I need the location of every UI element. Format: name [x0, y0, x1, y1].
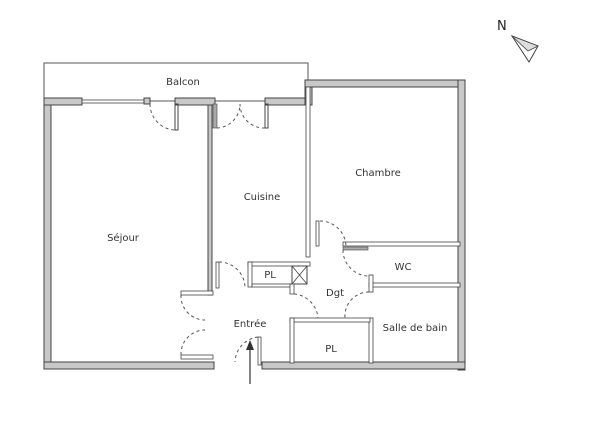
room-label-wc: WC [395, 262, 412, 273]
room-label-dgt: Dgt [326, 288, 344, 299]
room-label-sejour: Séjour [107, 232, 140, 244]
room-label-chambre: Chambre [355, 168, 401, 179]
room-label-balcon: Balcon [166, 77, 200, 88]
door-swings [149, 103, 370, 363]
room-label-salle-de-bain: Salle de bain [383, 323, 448, 334]
outer-walls [43, 79, 466, 371]
compass: N [497, 19, 539, 63]
room-label-pl-large: PL [325, 344, 337, 355]
room-label-pl-small: PL [264, 270, 276, 281]
interior-walls [174, 86, 461, 366]
north-label: N [497, 19, 507, 34]
room-label-entree: Entrée [234, 318, 267, 330]
room-label-cuisine: Cuisine [244, 192, 281, 203]
entry-arrow-icon [246, 340, 254, 384]
